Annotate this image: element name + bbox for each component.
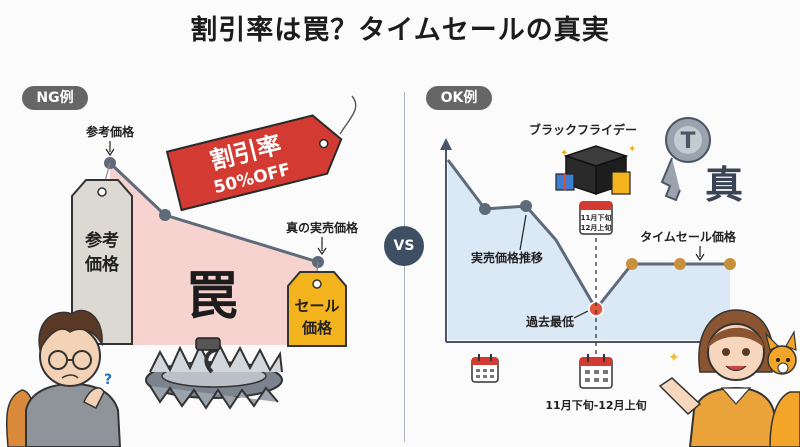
key-letter: T (680, 129, 695, 154)
svg-text:?: ? (104, 372, 112, 388)
ref-price-tag (71, 179, 133, 345)
calendar-icon-start (471, 354, 499, 383)
timesale-price-label: タイムセール価格 (640, 229, 737, 244)
ref-tag-hole (97, 187, 107, 197)
price-trend-label: 実売価格推移 (471, 250, 543, 265)
ok-point-sale-2 (674, 258, 686, 270)
worried-boy-illustration: ? (5, 309, 122, 447)
ref-price-arrowhead (105, 148, 115, 157)
ref-tag-line2: 価格 (84, 254, 120, 275)
discount-tag: 割引率 50%OFF (165, 114, 343, 212)
sale-tag-line1: セール (294, 297, 339, 315)
panel-divider (404, 92, 405, 442)
ok-price-line (446, 159, 730, 312)
black-friday-label: ブラックフライデー (529, 122, 637, 137)
ng-panel: 参考価格 参考 価格 割引率 50%OFF 罠 真の実売価格 (5, 95, 359, 447)
bear-trap-icon (145, 337, 283, 410)
ok-point-2 (520, 200, 532, 212)
ng-point-middle (159, 209, 171, 221)
discount-tag-string (339, 95, 357, 135)
svg-text:✦: ✦ (668, 350, 680, 366)
timesale-arrowhead (695, 253, 705, 262)
truth-text: 真 (705, 163, 743, 207)
shopping-box-icon: ✦ ✦ (555, 144, 636, 196)
price-trend-arrow (519, 214, 527, 251)
ok-y-axis-arrowhead (440, 138, 452, 150)
discount-tag-shape (165, 114, 343, 212)
ref-price-label: 参考価格 (86, 124, 135, 139)
vs-badge: VS (384, 226, 424, 266)
smiling-girl-illustration: ✦ (658, 309, 778, 447)
mini-date-line2: 12月上旬 (581, 223, 612, 232)
actual-price-arrowhead (317, 247, 327, 256)
mini-calendar-icon: 11月下旬 12月上旬 (579, 201, 613, 235)
page-title: 割引率は罠？タイムセールの真実 (190, 15, 610, 46)
sale-tag-hole (312, 279, 322, 289)
fox-mascot-illustration (764, 330, 800, 447)
ok-price-area (448, 160, 730, 340)
key-icon: T (660, 117, 711, 202)
sale-tag-line2: 価格 (301, 319, 333, 337)
ok-panel: 実売価格推移 過去最低 タイムセール価格 ブラックフライデー ✦ ✦ (440, 117, 800, 447)
date-range-label: 11月下旬-12月上旬 (545, 398, 646, 412)
discount-tag-hole (318, 138, 329, 149)
ng-price-area (110, 163, 318, 345)
svg-text:✦: ✦ (628, 144, 636, 155)
svg-text:✦: ✦ (560, 148, 568, 159)
actual-price-label: 真の実売価格 (286, 220, 359, 235)
lowest-arrow (573, 310, 589, 319)
ok-point-1 (479, 203, 491, 215)
sale-price-tag (287, 271, 347, 347)
trap-text: 罠 (186, 267, 238, 327)
ok-point-sale-1 (626, 258, 638, 270)
lowest-label: 過去最低 (525, 314, 574, 329)
ref-tag-line1: 参考 (85, 230, 119, 251)
ok-point-sale-3 (724, 258, 736, 270)
ng-example-label: NG例 (22, 86, 88, 110)
mini-date-line1: 11月下旬 (581, 213, 612, 222)
ok-example-label: OK例 (426, 86, 492, 110)
calendar-icon-sale (579, 354, 613, 389)
